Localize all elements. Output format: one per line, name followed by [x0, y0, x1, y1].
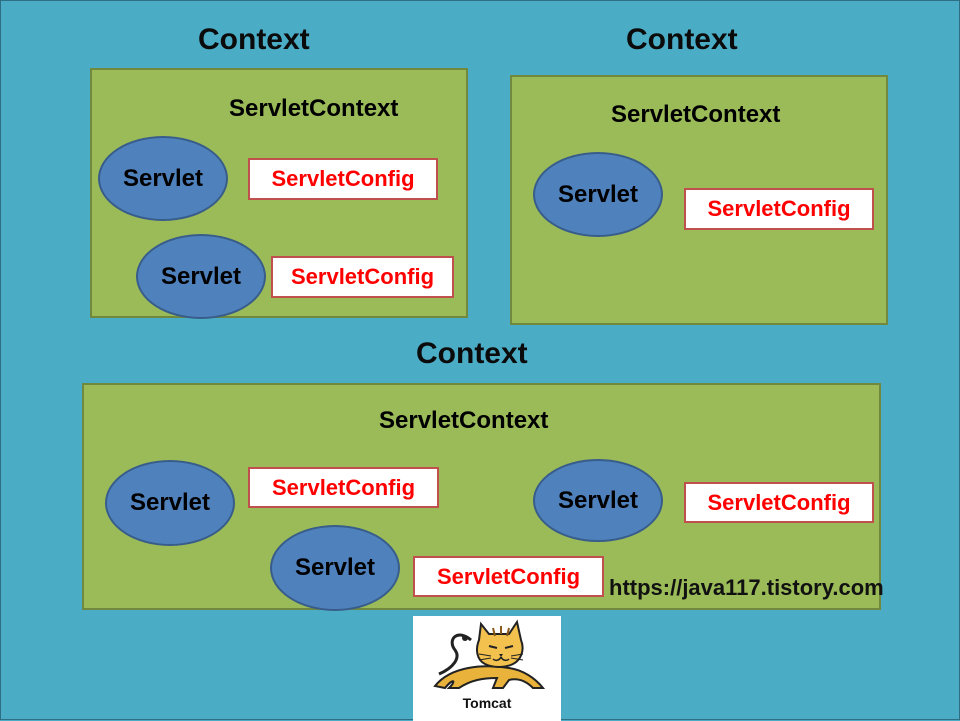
context-3-servlet-config-1: ServletConfig	[248, 467, 439, 508]
tomcat-logo: Tomcat	[413, 616, 561, 721]
tomcat-logo-label: Tomcat	[462, 695, 512, 711]
tomcat-cat-icon	[433, 619, 546, 690]
context-3-servlet-context-label: ServletContext	[379, 407, 549, 434]
context-1-panel: ServletContext Servlet ServletConfig Ser…	[90, 68, 468, 319]
context-3-panel: ServletContext Servlet ServletConfig Ser…	[82, 383, 881, 611]
context-3-servlet-2: Servlet	[270, 525, 400, 611]
context-3-servlet-3: Servlet	[533, 459, 663, 542]
context-3-servlet-config-3: ServletConfig	[684, 482, 874, 523]
watermark-url: https://java117.tistory.com	[609, 575, 884, 600]
context-1-servlet-config-2: ServletConfig	[271, 256, 454, 298]
context-1-servlet-config-1: ServletConfig	[248, 158, 438, 200]
context-2-servlet-1: Servlet	[533, 152, 663, 237]
context-2-servlet-config-1: ServletConfig	[684, 188, 874, 230]
context-2-title: Context	[626, 23, 738, 56]
context-1-servlet-1: Servlet	[98, 136, 228, 221]
context-2-servlet-context-label: ServletContext	[611, 101, 781, 128]
context-3-title: Context	[416, 337, 528, 370]
context-3-servlet-config-2: ServletConfig	[413, 556, 604, 597]
context-1-title: Context	[198, 23, 310, 56]
context-2-panel: ServletContext Servlet ServletConfig	[510, 75, 888, 325]
context-3-servlet-1: Servlet	[105, 460, 235, 546]
context-1-servlet-2: Servlet	[136, 234, 266, 319]
context-1-servlet-context-label: ServletContext	[229, 95, 399, 122]
